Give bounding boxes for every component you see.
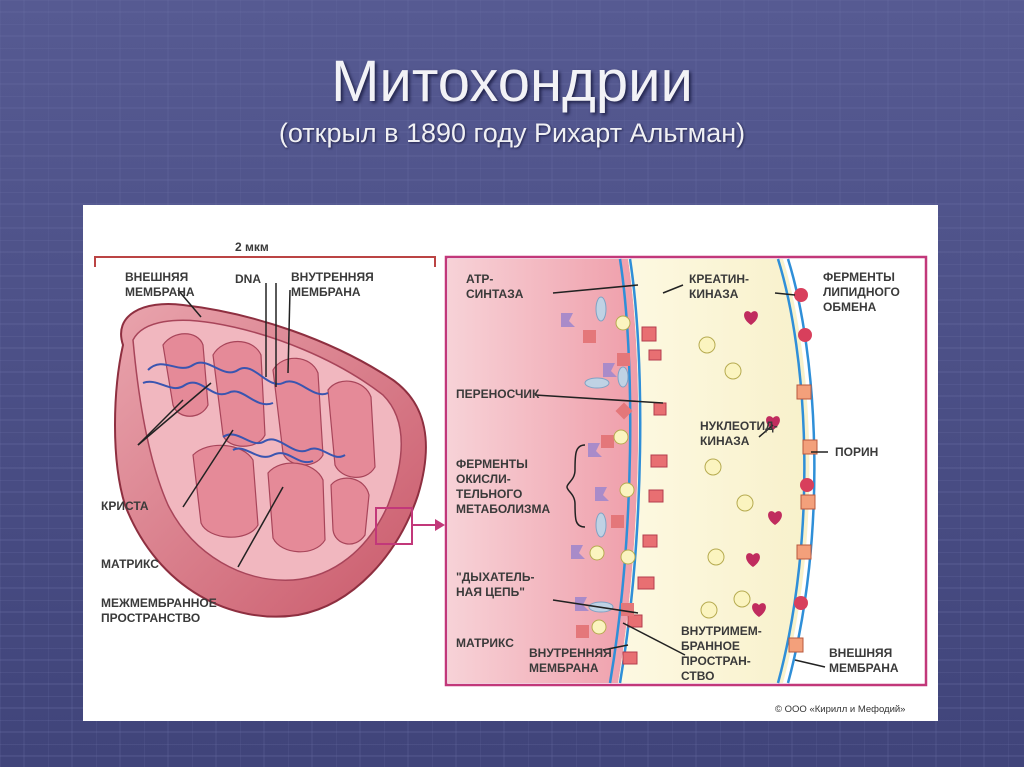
scale-label: 2 мкм [235, 240, 269, 254]
inner-membrane-proteins [622, 326, 668, 665]
intermembrane-label-1: МЕЖМЕМБРАННОЕ [101, 596, 217, 610]
right-pointer-lines [534, 284, 828, 668]
crista-label: КРИСТА [101, 499, 149, 513]
right-inner-membrane-label-1: ВНУТРЕННЯЯ [529, 646, 612, 660]
creatine-kinase-label-1: КРЕАТИН- [689, 272, 749, 286]
copyright-text: © ООО «Кирилл и Мефодий» [775, 704, 905, 715]
matrix-label: МАТРИКС [101, 557, 159, 571]
intermembrane-space-label-1: ВНУТРИМЕМ- [681, 624, 762, 638]
slide-title: Митохондрии [331, 49, 693, 114]
respiratory-chain-label-1: "ДЫХАТЕЛЬ- [456, 570, 534, 584]
matrix-region [448, 259, 639, 683]
nucleotide-kinase-label-1: НУКЛЕОТИД- [700, 419, 778, 433]
creatine-kinase-label-2: КИНАЗА [689, 287, 739, 301]
inner-membrane-label-1: ВНУТРЕННЯЯ [291, 270, 374, 284]
oxidative-enzymes-label-2: ОКИСЛИ- [456, 472, 511, 486]
lipid-enzymes-label-2: ЛИПИДНОГО [823, 285, 900, 299]
oxidative-enzymes-label-3: ТЕЛЬНОГО [456, 487, 522, 501]
intermembrane-label-2: ПРОСТРАНСТВО [101, 611, 200, 625]
dna-strands [142, 361, 346, 464]
right-outer-membrane-label-2: МЕМБРАНА [829, 661, 899, 675]
right-matrix-label: МАТРИКС [456, 636, 514, 650]
atp-synthase-label-1: АТР- [466, 272, 493, 286]
atp-synthase-label-2: СИНТАЗА [466, 287, 524, 301]
lipid-enzymes [794, 288, 814, 610]
carrier-label: ПЕРЕНОСЧИК [456, 387, 540, 401]
nucleotide-kinase-label-2: КИНАЗА [700, 434, 750, 448]
intermembrane-molecules [698, 311, 782, 619]
oxidative-enzymes-label-1: ФЕРМЕНТЫ [456, 457, 528, 471]
mitochondria-figure: 2 мкм [83, 205, 938, 721]
dna-label: DNA [235, 272, 261, 286]
left-mitochondrion: 2 мкм [94, 240, 445, 625]
outer-membrane-label-1: ВНЕШНЯЯ [125, 270, 188, 284]
oxidative-enzymes-label-4: МЕТАБОЛИЗМА [456, 502, 550, 516]
outer-membrane-label-2: МЕМБРАНА [125, 285, 195, 299]
porins [788, 384, 818, 653]
lipid-enzymes-label-1: ФЕРМЕНТЫ [823, 270, 895, 284]
mitochondria-diagram: 2 мкм [94, 240, 928, 715]
matrix-molecules [561, 296, 636, 638]
zoom-arrowhead [435, 519, 445, 531]
intermembrane-space-label-3: ПРОСТРАН- [681, 654, 751, 668]
right-inner-membrane-label-2: МЕМБРАНА [529, 661, 599, 675]
intermembrane-space-label-4: СТВО [681, 669, 714, 683]
respiratory-chain-label-2: НАЯ ЦЕПЬ" [456, 585, 525, 599]
inner-membrane-label-2: МЕМБРАНА [291, 285, 361, 299]
lipid-enzymes-label-3: ОБМЕНА [823, 300, 877, 314]
scale-bar [94, 256, 436, 267]
slide-subtitle: (открыл в 1890 году Рихарт Альтман) [278, 118, 746, 148]
intermembrane-space-label-2: БРАННОЕ [681, 639, 740, 653]
right-outer-membrane-label-1: ВНЕШНЯЯ [829, 646, 892, 660]
porin-label: ПОРИН [835, 445, 878, 459]
left-pointer-lines [137, 283, 291, 568]
right-membrane-detail: АТР- СИНТАЗА КРЕАТИН- КИНАЗА ФЕРМЕНТЫ ЛИ… [444, 255, 928, 687]
